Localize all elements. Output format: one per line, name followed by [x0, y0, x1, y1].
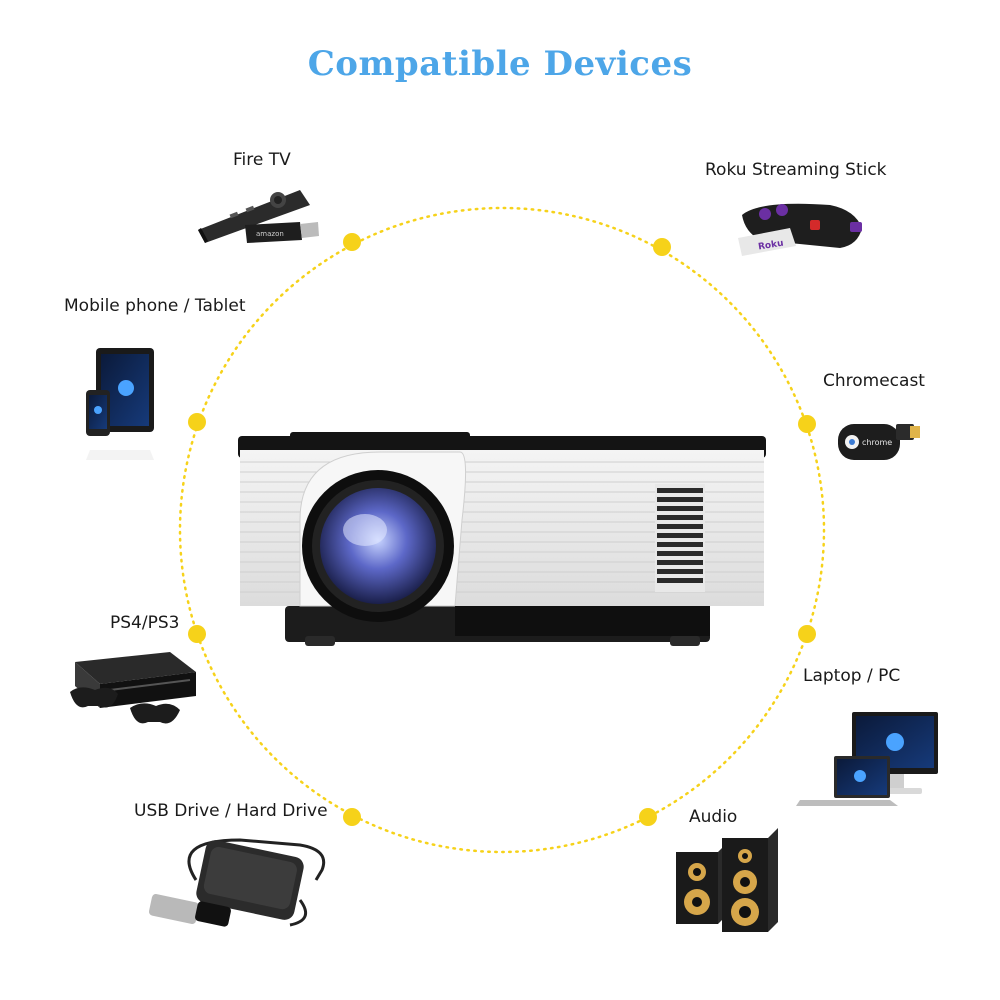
roku-stick-text: Roku	[757, 239, 784, 253]
dot-mobile	[188, 413, 206, 431]
dot-laptop	[798, 625, 816, 643]
chromecast-icon: chrome	[838, 424, 920, 460]
laptop-pc-icon	[796, 712, 938, 806]
dot-fire-tv	[343, 233, 361, 251]
game-console-icon	[70, 652, 196, 724]
speakers-icon	[676, 828, 778, 932]
dot-usb	[343, 808, 361, 826]
fire-tv-remote-icon: amazon	[198, 190, 319, 243]
usb-hard-drive-icon	[148, 838, 326, 927]
chromecast-text: chrome	[862, 438, 892, 447]
dot-chromecast	[798, 415, 816, 433]
label-chromecast: Chromecast	[823, 371, 925, 391]
dotted-ring	[178, 206, 826, 854]
projector-icon	[238, 432, 766, 646]
connector-dots	[188, 233, 816, 826]
label-laptop-pc: Laptop / PC	[803, 666, 901, 686]
label-audio: Audio	[689, 807, 738, 827]
dot-audio	[639, 808, 657, 826]
label-mobile-tablet: Mobile phone / Tablet	[64, 296, 246, 316]
page-title: Compatible Devices	[307, 44, 693, 84]
fire-tv-stick-text: amazon	[256, 230, 284, 238]
label-ps: PS4/PS3	[110, 613, 180, 633]
dot-roku	[653, 238, 671, 256]
label-usb-hard-drive: USB Drive / Hard Drive	[134, 801, 328, 821]
label-fire-tv: Fire TV	[233, 150, 291, 170]
roku-stick-icon: Roku	[738, 203, 862, 256]
label-roku: Roku Streaming Stick	[705, 160, 887, 180]
phone-tablet-icon	[86, 348, 154, 460]
dot-ps	[188, 625, 206, 643]
